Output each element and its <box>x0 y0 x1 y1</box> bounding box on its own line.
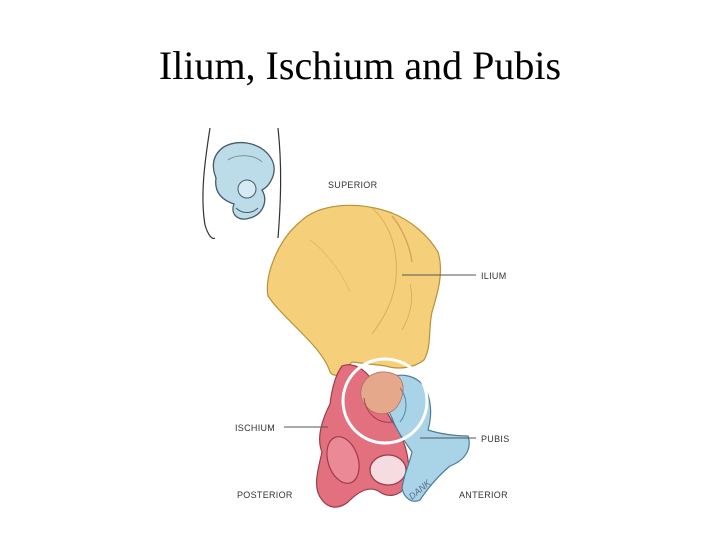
label-posterior: POSTERIOR <box>237 490 293 500</box>
inset-acetabulum <box>237 179 257 199</box>
slide-title: Ilium, Ischium and Pubis <box>158 43 562 88</box>
obturator-foramen <box>369 454 407 486</box>
pelvis-inset <box>202 127 282 240</box>
label-pubis: PUBIS <box>481 434 510 444</box>
ischial-tuberosity <box>326 436 360 484</box>
label-superior: SUPERIOR <box>328 180 378 190</box>
label-ischium: ISCHIUM <box>235 423 275 433</box>
label-anterior: ANTERIOR <box>459 490 508 500</box>
ilium-region <box>266 204 442 376</box>
label-ilium: ILIUM <box>481 271 507 281</box>
acetabulum <box>341 357 429 445</box>
